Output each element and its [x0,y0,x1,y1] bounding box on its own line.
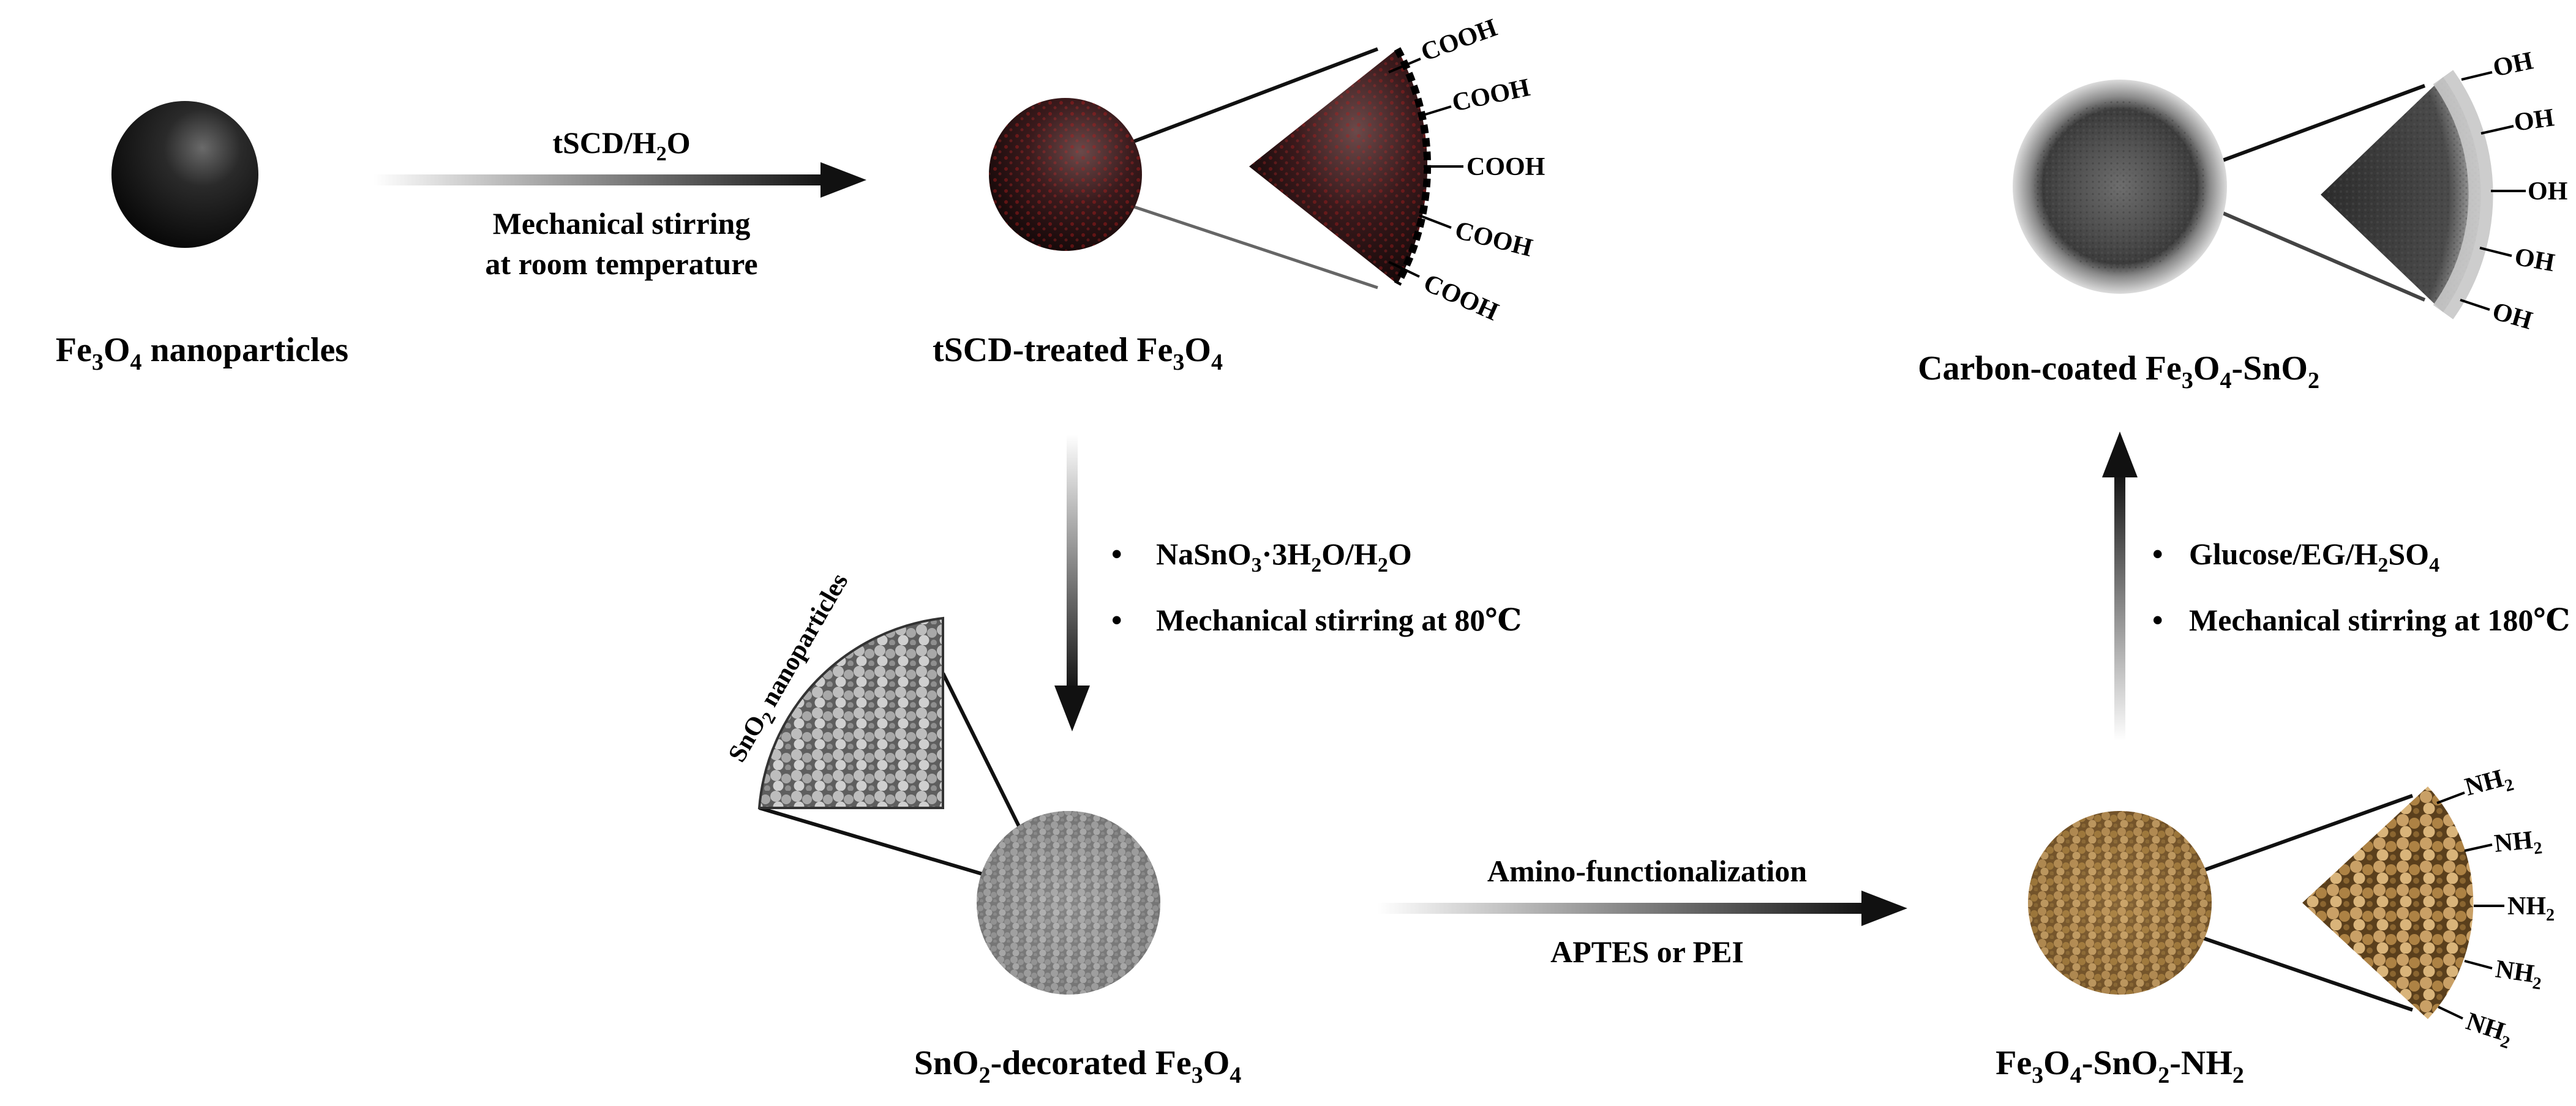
step1-condition-line2: at room temperature [485,247,757,281]
step2-bullet-1: • [1111,537,1122,571]
step4-reagent: Glucose/EG/H2SO4 [2189,537,2439,577]
cooh-group-2: COOH [1450,73,1533,118]
oh-group-1: OH [2491,47,2536,83]
amino-particle [2028,794,2414,1012]
cooh-group-3: COOH [1466,153,1545,181]
sno2-decorated-particle [757,616,1160,995]
oh-group-5: OH [2489,297,2535,335]
step2-condition: Mechanical stirring at 80℃ [1156,603,1522,637]
carbon-coated-label: Carbon-coated Fe3O4-SnO2 [1918,349,2319,394]
step2-bullet-2: • [1111,603,1122,637]
step4-condition: Mechanical stirring at 180℃ [2189,603,2570,637]
step2-reagent: NaSnO3·3H2O/H2O [1156,537,1412,577]
amino-label: Fe3O4-SnO2-NH2 [1996,1044,2244,1088]
tscd-treated-particle [989,47,1379,290]
arrow-step1 [374,162,866,198]
nh2-group-3: NH2 [2507,892,2555,925]
nh2-group-1: NH2 [2462,762,2516,805]
oh-groups: OH OH OH OH OH [2460,47,2567,335]
step1-condition-line1: Mechanical stirring [493,206,751,241]
step1-reagent: tSCD/H2O [552,125,690,165]
oh-group-2: OH [2512,103,2556,137]
fe3o4-particle [111,101,258,248]
amino-cone-inset [2302,787,2474,1019]
oh-group-3: OH [2528,177,2567,206]
step4-bullet-1: • [2152,537,2163,571]
carbon-coated-particle [2013,80,2426,302]
arrow-step4 [2102,432,2138,741]
arrow-step3 [1378,891,1907,926]
nh2-group-2: NH2 [2493,825,2543,862]
cooh-group-1: COOH [1418,13,1501,67]
fe3o4-label: Fe3O4 nanoparticles [56,331,348,375]
oh-group-4: OH [2512,243,2556,278]
arrow-step2 [1054,435,1090,731]
step4-bullet-2: • [2152,603,2163,637]
sub-3: 3 [92,349,103,375]
cooh-group-4: COOH [1452,216,1536,263]
step3-top: Amino-functionalization [1487,854,1807,888]
tscd-cone-inset [1249,47,1432,286]
cooh-group-5: COOH [1419,269,1503,326]
tscd-treated-label: tSCD-treated Fe3O4 [933,331,1223,375]
nh2-group-4: NH2 [2493,955,2545,993]
nh2-group-5: NH2 [2461,1007,2517,1053]
carbon-cone-inset [2321,70,2493,319]
sno2-decorated-label: SnO2-decorated Fe3O4 [914,1044,1242,1088]
step3-bottom: APTES or PEI [1550,935,1744,969]
